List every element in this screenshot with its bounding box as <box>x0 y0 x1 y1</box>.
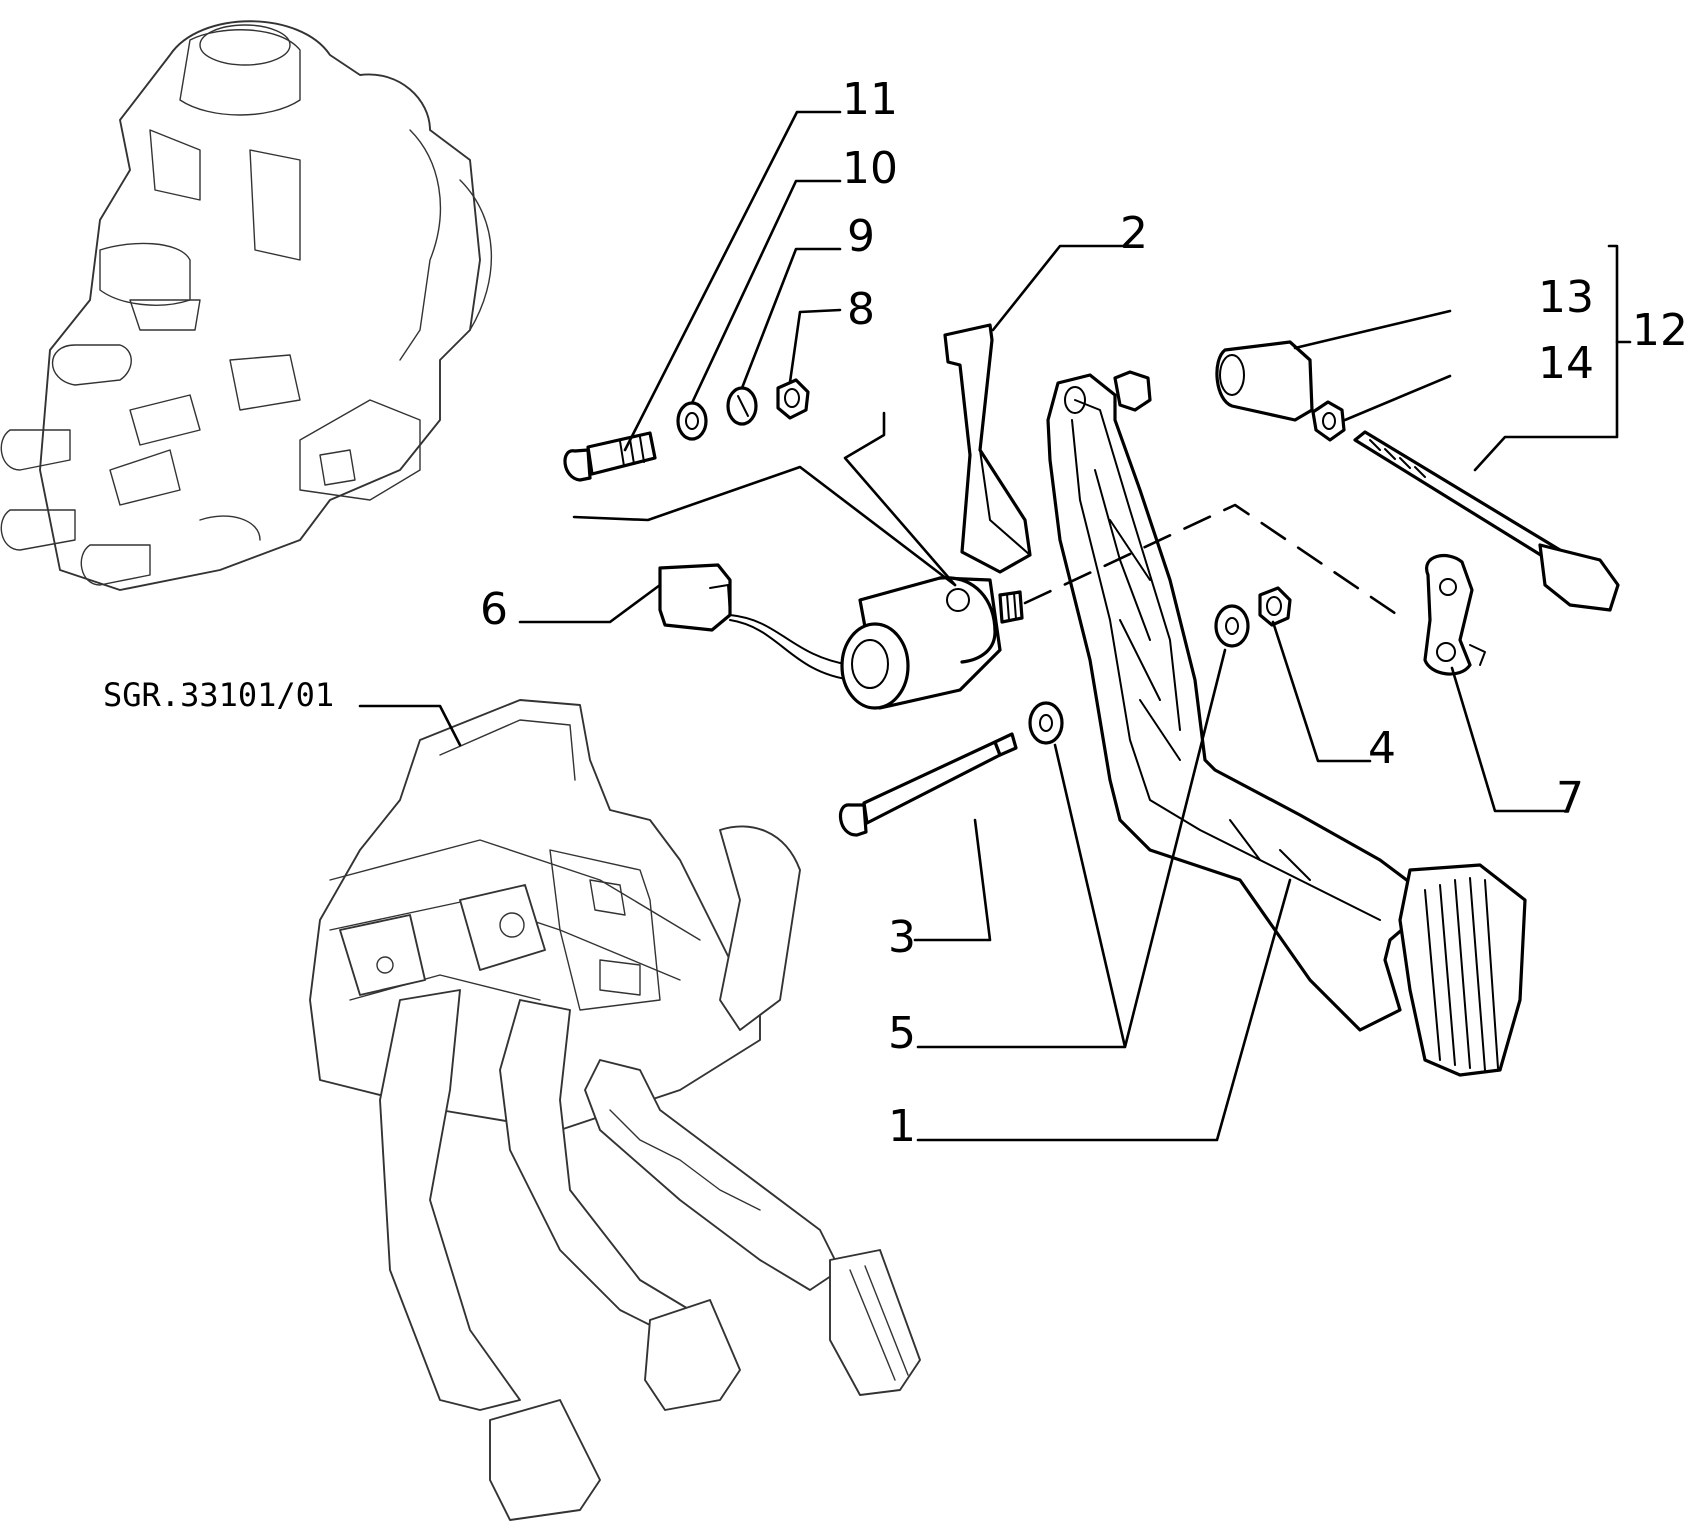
callout-7: 7 <box>1556 773 1584 824</box>
pedal-box-illustration <box>309 699 921 1521</box>
callout-11: 11 <box>842 74 898 125</box>
leader-lines <box>358 110 1632 1142</box>
nut-part-8 <box>776 378 810 420</box>
alignment-dashed-line <box>1023 503 1407 622</box>
sensor-assembly <box>658 563 1024 710</box>
callout-2: 2 <box>1120 208 1148 259</box>
callout-9: 9 <box>847 211 875 262</box>
callout-13: 13 <box>1538 272 1594 323</box>
callout-14: 14 <box>1538 338 1594 389</box>
callout-3: 3 <box>888 912 916 963</box>
callout-1: 1 <box>888 1101 916 1152</box>
plate-part-7 <box>1423 553 1486 676</box>
callout-6: 6 <box>480 584 508 635</box>
nut-part-4 <box>1258 586 1292 627</box>
accelerator-pedal-part-1 <box>1046 370 1527 1077</box>
washer-part-5 <box>1028 604 1250 745</box>
bolt-part-11 <box>563 431 657 482</box>
callout-10: 10 <box>842 143 898 194</box>
reference-code: SGR.33101/01 <box>103 676 334 714</box>
callout-5: 5 <box>888 1008 916 1059</box>
washer-part-10 <box>676 401 708 441</box>
rod-assembly-part-12 <box>1215 340 1620 612</box>
bracket-part-2 <box>943 323 1032 574</box>
callout-12: 12 <box>1632 305 1688 356</box>
bolt-part-3 <box>838 732 1018 837</box>
callout-8: 8 <box>847 284 875 335</box>
injection-pump-illustration <box>0 20 492 591</box>
callout-4: 4 <box>1368 723 1396 774</box>
spring-washer-part-9 <box>726 386 758 426</box>
